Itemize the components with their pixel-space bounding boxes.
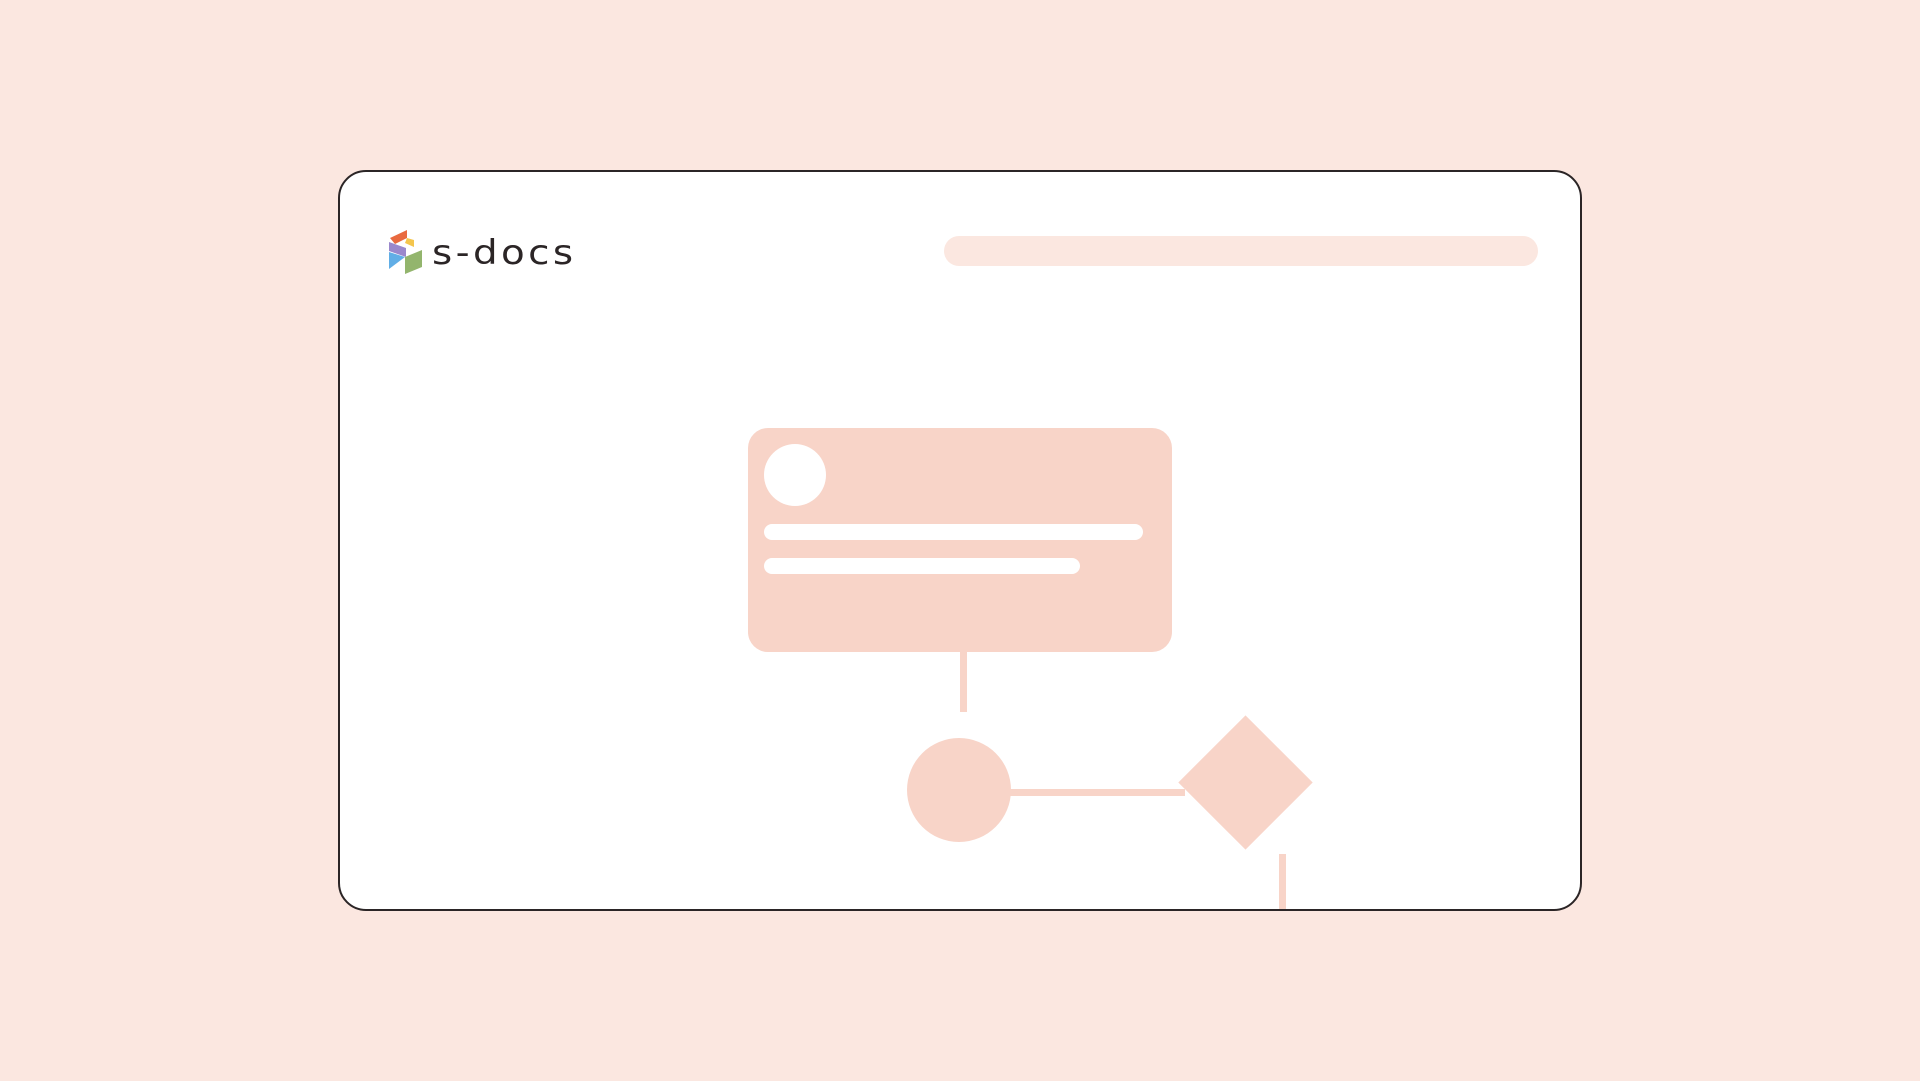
diamond-down-connector	[1279, 854, 1286, 909]
app-window: s-docs	[338, 170, 1582, 911]
workflow-decision-diamond	[1178, 715, 1313, 850]
brand-name: s-docs	[432, 233, 577, 273]
brand-logo: s-docs	[386, 230, 573, 276]
card-to-circle-connector	[960, 652, 967, 712]
card-text-line-1	[764, 524, 1143, 540]
circle-to-diamond-connector	[1010, 789, 1185, 796]
s-docs-logo-icon	[386, 230, 422, 276]
workflow-circle-node	[907, 738, 1011, 842]
card-avatar	[764, 444, 826, 506]
search-bar-placeholder[interactable]	[944, 236, 1538, 266]
workflow-card	[748, 428, 1172, 652]
card-text-line-2	[764, 558, 1080, 574]
